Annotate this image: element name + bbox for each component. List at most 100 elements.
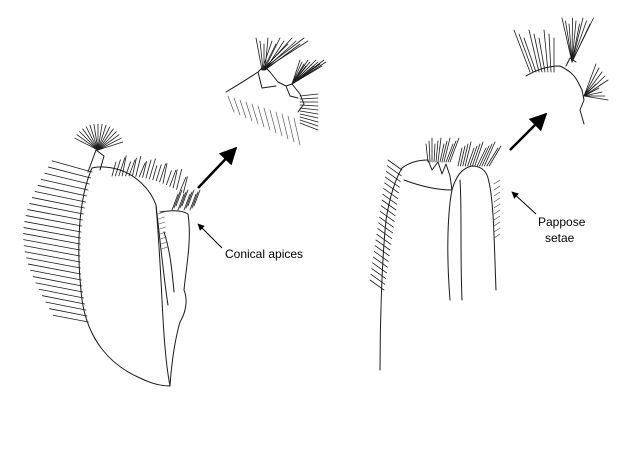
seta: [187, 189, 195, 207]
seta: [262, 43, 277, 71]
seta: [565, 20, 573, 63]
seta: [385, 171, 401, 182]
seta: [464, 141, 472, 167]
seta: [97, 134, 120, 151]
seta: [158, 221, 166, 225]
seta: [111, 161, 117, 177]
magnified-pappose-setae: [513, 17, 609, 125]
seta: [27, 263, 82, 275]
seta: [45, 301, 87, 311]
seta: [262, 37, 293, 71]
right-top-setae: [425, 137, 502, 167]
seta: [476, 147, 487, 167]
seta: [157, 211, 165, 215]
conical-apices-tip: [157, 189, 201, 250]
seta: [291, 59, 309, 85]
seta: [181, 189, 189, 207]
seta: [269, 109, 277, 134]
seta: [159, 231, 167, 235]
seta: [561, 17, 573, 63]
seta: [76, 134, 99, 151]
seta: [435, 140, 439, 163]
seta: [97, 131, 117, 151]
seta: [457, 147, 463, 167]
seta: [377, 228, 393, 239]
seta: [49, 308, 88, 317]
seta: [299, 110, 319, 115]
seta: [275, 111, 283, 137]
seta: [493, 191, 501, 197]
seta: [131, 157, 137, 177]
seta: [474, 141, 484, 167]
seta: [30, 269, 82, 281]
seta: [44, 172, 90, 185]
seta: [299, 113, 319, 119]
seta: [233, 97, 241, 116]
seta: [142, 160, 148, 178]
seta: [193, 189, 201, 207]
seta: [291, 59, 301, 85]
seta: [571, 17, 573, 63]
seta: [543, 29, 549, 73]
seta: [378, 222, 393, 234]
seta: [93, 123, 99, 151]
seta: [52, 314, 89, 323]
seta: [518, 33, 534, 73]
seta: [299, 107, 319, 111]
seta: [158, 216, 165, 220]
magnified-conical-apices: [225, 37, 327, 146]
seta: [374, 245, 390, 257]
seta: [459, 145, 466, 167]
seta: [148, 158, 156, 180]
seta: [538, 37, 546, 73]
seta: [583, 87, 600, 97]
seta: [97, 126, 111, 151]
seta: [263, 37, 281, 71]
seta: [97, 128, 114, 151]
seta: [299, 119, 319, 127]
seta: [493, 197, 501, 203]
seta: [159, 163, 167, 183]
seta: [23, 245, 81, 257]
seta: [262, 40, 309, 71]
seta: [128, 159, 136, 177]
seta: [513, 29, 531, 73]
seta: [493, 215, 501, 221]
seta: [25, 215, 83, 227]
seta: [467, 147, 475, 167]
seta: [382, 193, 398, 205]
seta: [384, 182, 399, 194]
seta: [441, 140, 448, 163]
seta: [483, 141, 496, 167]
seta: [583, 95, 609, 101]
seta: [162, 162, 168, 184]
pappose-setae-pointer: [511, 191, 537, 215]
seta: [31, 197, 85, 209]
seta: [182, 176, 188, 194]
seta: [24, 221, 82, 233]
magnify-arrow-left: [197, 146, 238, 189]
seta: [425, 143, 429, 163]
seta: [443, 137, 451, 163]
seta: [523, 37, 537, 73]
seta: [375, 239, 391, 251]
seta: [583, 67, 600, 97]
right-appendage-drawing: [369, 137, 502, 371]
seta: [481, 143, 493, 167]
seta: [291, 61, 311, 85]
seta: [533, 33, 543, 73]
seta: [439, 143, 445, 163]
seta: [160, 241, 168, 245]
seta: [79, 131, 99, 151]
seta: [583, 63, 597, 97]
seta: [34, 191, 86, 203]
seta: [48, 166, 92, 179]
seta: [583, 91, 603, 97]
seta: [493, 185, 501, 191]
seta: [173, 191, 181, 209]
seta: [227, 95, 235, 113]
seta: [85, 126, 99, 151]
seta: [583, 83, 597, 97]
pappose-label-line1: Pappose: [538, 215, 586, 229]
